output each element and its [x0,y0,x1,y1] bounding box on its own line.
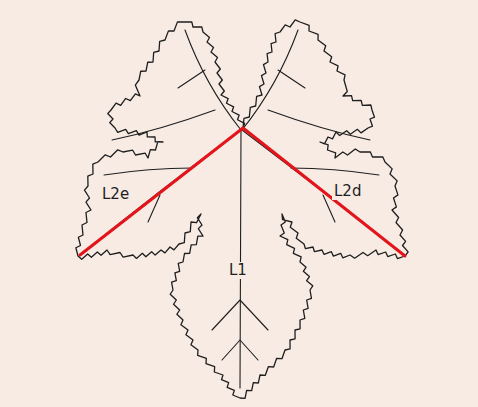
secondary-vein [268,110,370,140]
secondary-vein [212,300,268,360]
lobe-label: L1 [227,262,249,279]
secondary-vein [104,168,192,175]
red-line [243,128,405,256]
midrib [240,130,241,388]
lobe-label: L2d [332,183,363,200]
secondary-vein [291,168,379,175]
upper-vein [242,30,298,130]
upper-vein [185,30,241,130]
measure-lines [80,128,405,256]
lobe-label: L2e [100,186,131,203]
secondary-vein [148,70,335,222]
leaf-veins [84,30,400,388]
leaf-outline [76,20,408,398]
red-line [80,128,243,255]
secondary-vein [112,110,215,140]
